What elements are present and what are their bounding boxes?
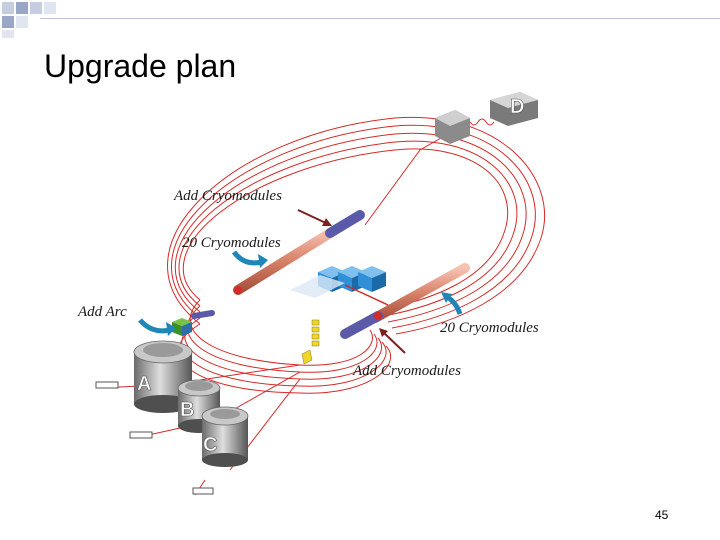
- hall-a-label: A: [137, 373, 151, 395]
- label-20-cryomodules-bottom: 20 Cryomodules: [440, 320, 539, 336]
- spreader-magnets: [301, 319, 320, 365]
- upper-linac: [233, 210, 365, 295]
- upper-new-section: [325, 210, 365, 238]
- hall-d-label: D: [510, 96, 524, 118]
- corner-decoration: [2, 2, 56, 38]
- hall-c-label: C: [203, 434, 217, 456]
- add-arc-block: [172, 310, 215, 336]
- slide-title: Upgrade plan: [44, 48, 237, 84]
- pointer-arrows: [297, 209, 406, 354]
- blue-arrows: [138, 250, 463, 336]
- recirculation-arcs: [167, 116, 546, 394]
- label-add-arc: Add Arc: [77, 304, 127, 320]
- label-20-cryomodules-top: 20 Cryomodules: [182, 235, 281, 251]
- label-add-cryomodules-bottom: Add Cryomodules: [352, 363, 461, 379]
- hall-b-label: B: [180, 399, 194, 421]
- lower-new-section: [340, 311, 383, 339]
- beam-dumps: [95, 381, 214, 495]
- hall-c-building: C: [201, 406, 249, 467]
- hall-d-building: D: [435, 92, 538, 144]
- page-number: 45: [655, 508, 669, 522]
- injector-plane: [290, 275, 345, 298]
- lower-linac: [340, 263, 470, 339]
- top-rule: [40, 18, 720, 19]
- label-add-cryomodules-top: Add Cryomodules: [173, 188, 282, 204]
